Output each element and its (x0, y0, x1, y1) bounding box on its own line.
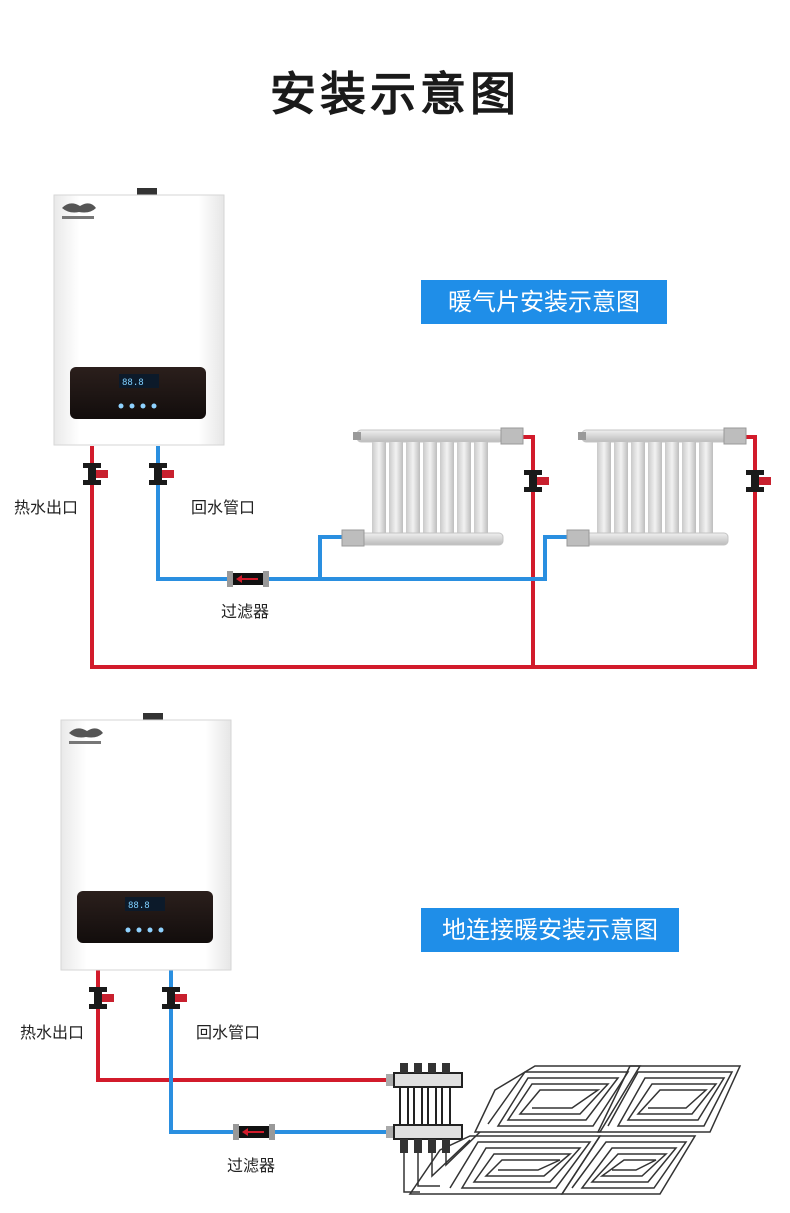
hot-outlet-valve-2 (89, 987, 114, 1009)
filter-2 (233, 1124, 275, 1140)
return-water-label-2: 回水管口 (196, 1023, 261, 1042)
return-valve-1 (149, 463, 174, 485)
manifold (386, 1063, 463, 1153)
radiator-install-banner: 暖气片安装示意图 (421, 280, 667, 324)
hot-water-outlet-label-1: 热水出口 (14, 498, 79, 517)
hot-outlet-valve-1 (83, 463, 108, 485)
svg-text:88.8: 88.8 (122, 378, 144, 388)
radiator-valve-b (746, 470, 771, 492)
filter-label-1: 过滤器 (221, 602, 270, 621)
svg-text:88.8: 88.8 (128, 901, 150, 911)
radiator-valve-a (524, 470, 549, 492)
hot-water-outlet-label-2: 热水出口 (20, 1023, 85, 1042)
return-valve-2 (162, 987, 187, 1009)
return-water-pipe-1 (156, 446, 567, 581)
filter-label-2: 过滤器 (227, 1156, 276, 1175)
boiler-unit-2: 88.8 (60, 713, 232, 971)
boiler-unit-1: 88.8 (53, 188, 225, 446)
radiator-a (341, 427, 524, 547)
page-title: 安装示意图 (270, 67, 520, 121)
return-water-label-1: 回水管口 (191, 498, 256, 517)
floor-heating-install-banner: 地连接暖安装示意图 (421, 908, 679, 952)
radiator-b (566, 427, 747, 547)
return-water-pipe-2 (169, 970, 390, 1134)
floor-heating-coils (403, 1065, 742, 1195)
hot-water-pipe-1 (90, 435, 757, 669)
filter-1 (227, 571, 269, 587)
